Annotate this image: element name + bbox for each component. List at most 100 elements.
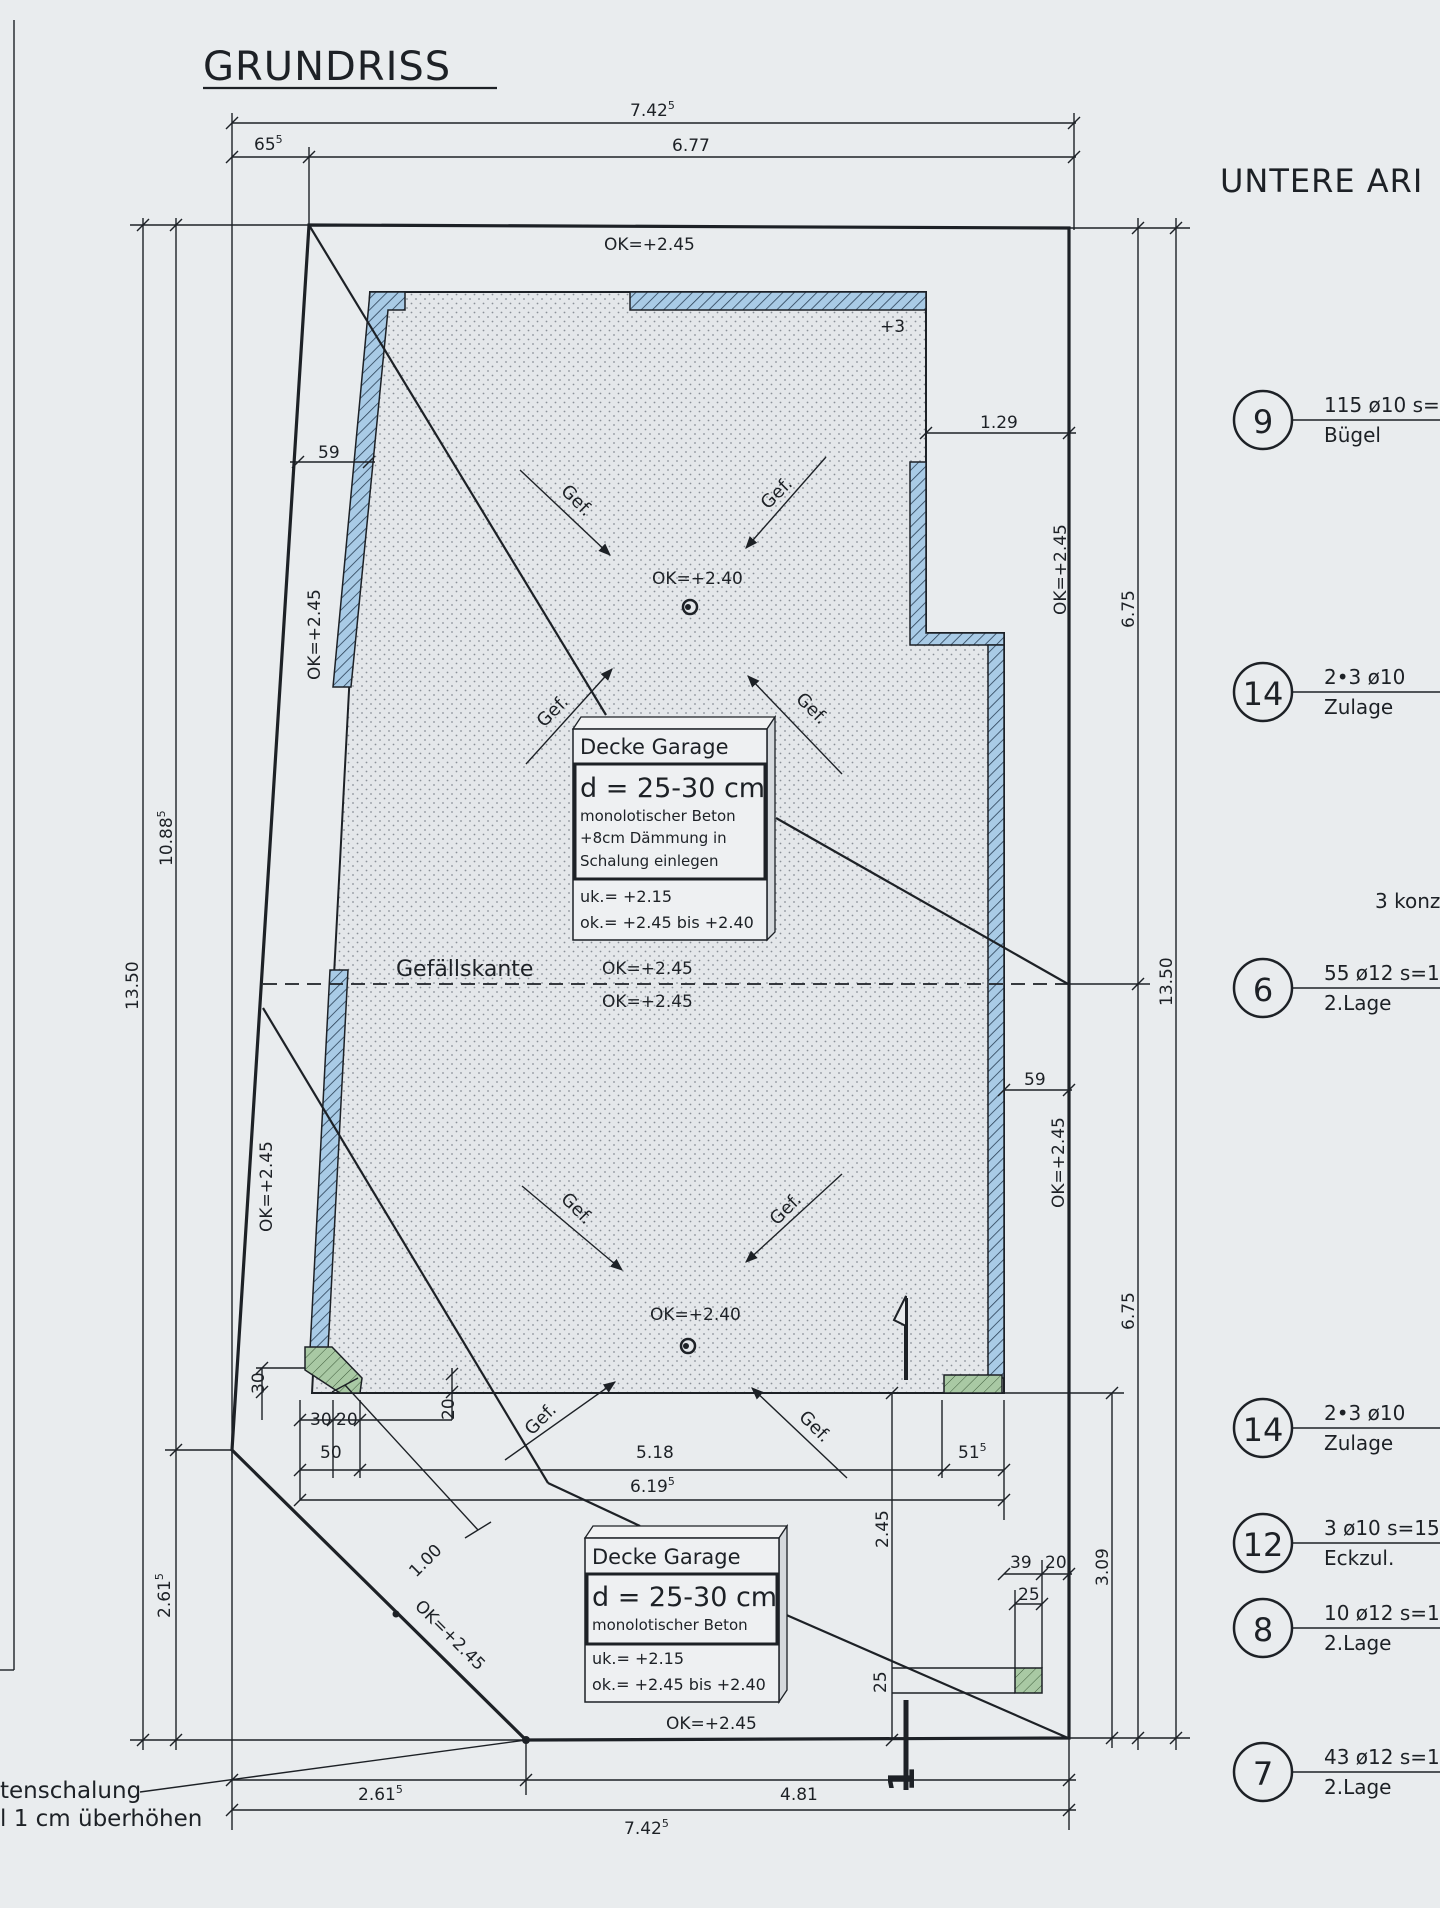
note-leader <box>139 1739 527 1793</box>
dim-309: 3.09 <box>1093 1548 1113 1586</box>
diagonal-line <box>547 1482 641 1527</box>
section-arrow-icon <box>892 1295 907 1328</box>
dim-right-upper: 6.75 <box>1119 590 1139 628</box>
box-side-face <box>766 714 776 942</box>
position-number: 8 <box>1253 1611 1273 1649</box>
note-line-2: l 1 cm überhöhen <box>0 1806 202 1832</box>
slope-arrow <box>519 469 611 556</box>
column-bottom-left <box>304 1346 363 1394</box>
box2-uk: uk.= +2.15 <box>592 1649 684 1668</box>
floor-drain-center <box>683 1343 689 1349</box>
slope-arrow <box>747 675 843 775</box>
dim-right-outer: 13.50 <box>1157 957 1177 1006</box>
dim-right-gap: 1.29 <box>980 413 1018 433</box>
box-front-face <box>584 1537 780 1703</box>
position-type: Zulage <box>1324 1431 1393 1455</box>
wall-top <box>629 291 927 311</box>
dim-top-inner: 6.77 <box>672 136 710 156</box>
dim-left-gap: 59 <box>318 443 340 463</box>
dim-50: 50 <box>320 1443 342 1463</box>
level-top: OK=+2.45 <box>604 235 695 255</box>
floor-drain-center <box>685 604 691 610</box>
box-inner-frame <box>585 1572 779 1646</box>
dimension-texts: 7.425 655 6.77 1.29 59 59 13.50 10.885 2… <box>123 99 1177 1839</box>
rebar-item: 14 2•3 ø10 Zulage <box>1232 1397 1440 1459</box>
dim-bottom-total: 7.425 <box>624 1817 669 1839</box>
position-spec: 43 ø12 s=1 <box>1324 1745 1440 1769</box>
column-small <box>1014 1667 1043 1694</box>
rebar-item: 9 115 ø10 s=1 Bügel <box>1232 389 1440 451</box>
slope-label: Gef. <box>521 1399 561 1439</box>
dim-30: 30 <box>310 1410 332 1430</box>
box1-line2: +8cm Dämmung in <box>580 829 727 847</box>
dim-top-total: 7.425 <box>630 99 675 121</box>
position-spec: 3 ø10 s=15 <box>1324 1516 1440 1540</box>
rebar-item: 8 10 ø12 s=15 2.Lage <box>1232 1597 1440 1659</box>
dim-left-inner: 10.885 <box>155 810 177 866</box>
column-bottom-right <box>943 1374 1003 1394</box>
position-number: 14 <box>1243 675 1284 713</box>
dim-39: 39 <box>1010 1553 1032 1573</box>
position-number: 12 <box>1243 1526 1284 1564</box>
position-spec: 10 ø12 s=15 <box>1324 1601 1440 1625</box>
wall-right-upper <box>909 461 1005 646</box>
level-bottom: OK=+2.45 <box>666 1714 757 1734</box>
position-type: Eckzul. <box>1324 1546 1394 1570</box>
slope-arrow <box>521 1185 623 1271</box>
box1-thickness: d = 25-30 cm <box>580 773 765 804</box>
rebar-schedule: 3 konz 9 115 ø10 s=1 Bügel 14 2•3 ø10 Zu… <box>1232 389 1440 1803</box>
dim-bottom-left: 2.615 <box>358 1783 403 1805</box>
position-number: 9 <box>1253 403 1273 441</box>
wall-left-upper <box>332 291 406 688</box>
level-corner: +3 <box>880 317 905 337</box>
slope-arrow <box>745 456 827 549</box>
box2-ok: ok.= +2.45 bis +2.40 <box>592 1675 766 1694</box>
position-number: 14 <box>1243 1411 1284 1449</box>
rebar-item: 12 3 ø10 s=15 Eckzul. <box>1232 1512 1440 1574</box>
formwork-note: tenschalung l 1 cm überhöhen <box>0 1739 527 1832</box>
level-center-lower: OK=+2.40 <box>650 1305 741 1325</box>
level-right-lower: OK=+2.45 <box>1049 1117 1069 1208</box>
rebar-item: 7 43 ø12 s=1 2.Lage <box>1232 1741 1440 1803</box>
level-mid-2: OK=+2.45 <box>602 992 693 1012</box>
position-number: 6 <box>1253 971 1273 1009</box>
corner-point <box>392 1610 400 1618</box>
dim-20-vertical: 20 <box>439 1398 459 1420</box>
box2-thickness: d = 25-30 cm <box>592 1582 777 1613</box>
dim-top-left: 655 <box>254 133 283 155</box>
rebar-schedule-title: UNTERE ARI <box>1220 162 1423 200</box>
rebar-item: 6 55 ø12 s=1 2.Lage <box>1232 957 1440 1019</box>
diagonal-line <box>774 1608 1069 1740</box>
level-center-upper: OK=+2.40 <box>652 569 743 589</box>
box1-line3: Schalung einlegen <box>580 852 719 870</box>
dim-20: 20 <box>336 1410 358 1430</box>
position-type: 2.Lage <box>1324 1631 1391 1655</box>
diagonal-line <box>308 224 607 716</box>
level-mid-1: OK=+2.45 <box>602 959 693 979</box>
dim-right-lower: 6.75 <box>1119 1292 1139 1330</box>
position-type: 2.Lage <box>1324 991 1391 1015</box>
slab-note-box-2: Decke Garage d = 25-30 cm monolotischer … <box>583 1523 789 1705</box>
box1-title: Decke Garage <box>580 735 729 759</box>
dim-25-vertical: 25 <box>871 1671 891 1693</box>
box-top-face <box>571 716 777 730</box>
dim-25-horizontal: 25 <box>1018 1585 1040 1605</box>
diagonal-line <box>262 1007 549 1484</box>
wall-right <box>987 644 1005 1379</box>
position-number: 7 <box>1253 1755 1273 1793</box>
slope-arrow <box>525 668 613 765</box>
position-spec: 55 ø12 s=1 <box>1324 961 1440 985</box>
box1-line1: monolotischer Beton <box>580 807 736 825</box>
box2-line1: monolotischer Beton <box>592 1616 748 1634</box>
schedule-middle-text: 3 konz <box>1375 889 1440 913</box>
rebar-item: 14 2•3 ø10 Zulage <box>1232 661 1440 723</box>
slope-arrow <box>751 1387 848 1479</box>
section-mark: 1 <box>392 1295 923 1792</box>
position-type: 2.Lage <box>1324 1775 1391 1799</box>
dim-left-outer: 13.50 <box>123 961 143 1010</box>
dim-bottom-right: 4.81 <box>780 1785 818 1805</box>
gefaellskante-label: Gefällskante <box>396 957 533 982</box>
level-left-upper: OK=+2.45 <box>305 589 325 680</box>
